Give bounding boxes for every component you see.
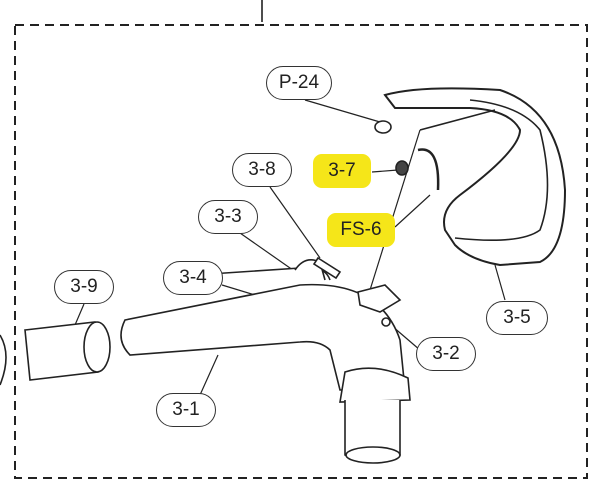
callout-3-1[interactable]: 3-1 — [156, 393, 216, 427]
part-3-8-pin — [312, 256, 342, 280]
part-3-2-clip — [357, 284, 402, 327]
part-3-9-tube — [0, 321, 111, 386]
part-3-5-bail-handle — [383, 87, 567, 267]
callout-3-9[interactable]: 3-9 — [54, 270, 114, 304]
callout-3-2[interactable]: 3-2 — [416, 337, 476, 371]
part-fs6-spring — [417, 148, 440, 191]
callout-p24[interactable]: P-24 — [266, 66, 332, 100]
callout-3-3[interactable]: 3-3 — [198, 200, 258, 234]
callout-3-7[interactable]: 3-7 — [313, 154, 371, 188]
part-p24-cap — [374, 120, 392, 134]
callout-fs6[interactable]: FS-6 — [327, 213, 395, 247]
callout-3-8[interactable]: 3-8 — [232, 153, 292, 187]
group-boundary — [14, 24, 588, 479]
callout-3-5[interactable]: 3-5 — [486, 301, 548, 335]
part-3-1-hose-handle — [120, 259, 411, 464]
callout-3-4[interactable]: 3-4 — [163, 261, 223, 295]
part-3-7-screw — [395, 160, 409, 176]
